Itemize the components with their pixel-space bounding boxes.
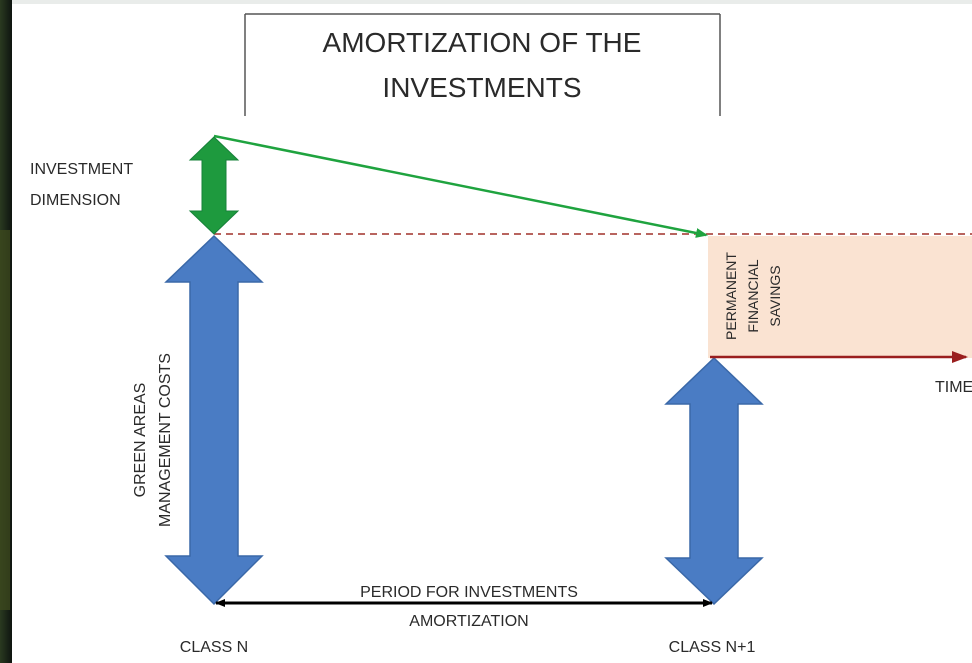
savings-label-3: SAVINGS xyxy=(767,265,783,326)
green-areas-label-1: GREEN AREAS xyxy=(132,383,149,498)
class-n-label: CLASS N xyxy=(180,639,248,656)
investment-dimension-arrow xyxy=(188,136,240,235)
time-label: TIME xyxy=(935,379,972,396)
savings-label-2: FINANCIAL xyxy=(745,259,761,332)
class-n1-label: CLASS N+1 xyxy=(669,639,756,656)
title-line-2: INVESTMENTS xyxy=(382,72,581,103)
investment-slope-line xyxy=(213,134,708,238)
management-costs-arrow xyxy=(164,234,264,606)
investment-dimension-label-2: DIMENSION xyxy=(30,192,121,209)
title-line-1: AMORTIZATION OF THE xyxy=(323,27,642,58)
savings-label-1: PERMANENT xyxy=(723,252,739,340)
savings-region xyxy=(708,236,972,358)
title-box: AMORTIZATION OF THE INVESTMENTS xyxy=(244,13,721,116)
reduced-costs-arrow xyxy=(664,356,764,606)
top-band xyxy=(12,0,972,4)
period-label-2: AMORTIZATION xyxy=(409,613,528,630)
investment-dimension-label-1: INVESTMENT xyxy=(30,161,133,178)
period-label-1: PERIOD FOR INVESTMENTS xyxy=(360,584,578,601)
left-photo-texture xyxy=(0,230,10,610)
green-areas-label-2: MANAGEMENT COSTS xyxy=(157,353,174,527)
